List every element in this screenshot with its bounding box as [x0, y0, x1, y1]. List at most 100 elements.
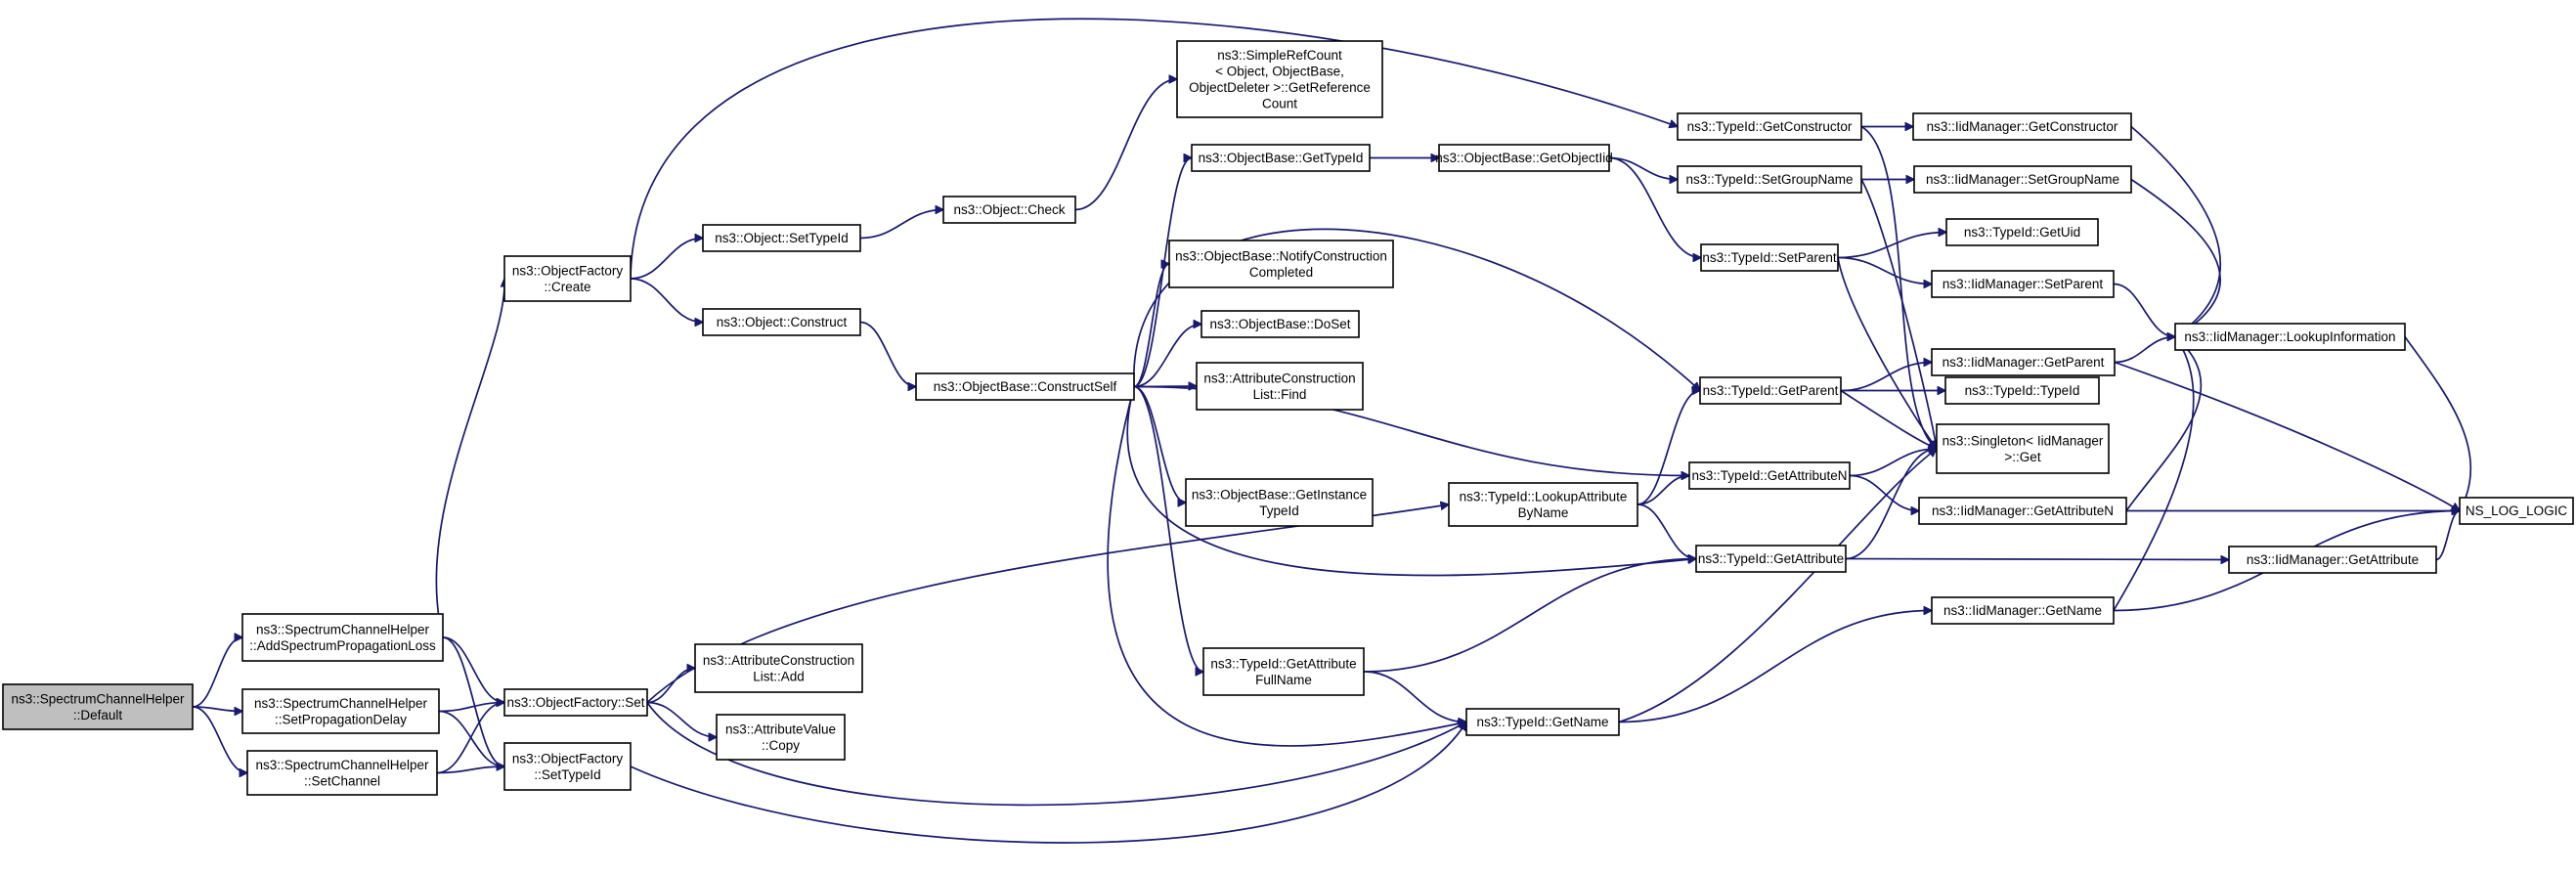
- node-label-line: ns3::TypeId::SetGroupName: [1685, 172, 1853, 187]
- nodes-layer: ns3::SpectrumChannelHelper::Defaultns3::…: [2, 40, 2574, 796]
- edge-ti-get-attr-n-to-im-get-attr-n: [1849, 474, 1919, 511]
- node-label-line: ns3::IidManager::SetParent: [1943, 277, 2104, 291]
- node-ns-log[interactable]: NS_LOG_LOGIC: [2459, 497, 2574, 525]
- node-root[interactable]: ns3::SpectrumChannelHelper::Default: [2, 683, 194, 730]
- node-obj-check[interactable]: ns3::Object::Check: [942, 196, 1076, 224]
- node-label-line: ns3::ObjectBase::GetObjectIid: [1435, 151, 1613, 165]
- node-box: [503, 742, 632, 791]
- node-label-line: ByName: [1518, 505, 1569, 520]
- node-label-line: ns3::TypeId::TypeId: [1965, 383, 2080, 398]
- node-ti-set-group-name[interactable]: ns3::TypeId::SetGroupName: [1677, 165, 1862, 194]
- node-label-line: < Object, ObjectBase,: [1215, 64, 1344, 78]
- node-label-line: ::SetTypeId: [534, 767, 600, 782]
- node-im-set-group-name[interactable]: ns3::IidManager::SetGroupName: [1913, 165, 2132, 194]
- edge-im-lookup-to-ns-log: [2404, 336, 2471, 511]
- edge-ti-lookup-attr-to-ti-get-attr: [1637, 503, 1696, 559]
- node-label-line: ns3::Object::Construct: [717, 315, 848, 329]
- edge-ob-construct-self-to-ti-get-attr-full: [1133, 385, 1203, 673]
- node-im-get-constructor[interactable]: ns3::IidManager::GetConstructor: [1912, 112, 2132, 141]
- node-im-lookup[interactable]: ns3::IidManager::LookupInformation: [2174, 323, 2406, 351]
- edge-of-create-to-obj-construct: [630, 278, 703, 323]
- node-box: [702, 308, 861, 336]
- node-label-line: ns3::IidManager::GetName: [1943, 603, 2102, 618]
- node-box: [503, 255, 632, 302]
- node-box: [915, 372, 1135, 401]
- node-box: [1912, 112, 2132, 141]
- node-ti-get-constructor[interactable]: ns3::TypeId::GetConstructor: [1677, 112, 1862, 141]
- node-ti-set-parent[interactable]: ns3::TypeId::SetParent: [1700, 243, 1839, 272]
- node-ob-get-object-iid[interactable]: ns3::ObjectBase::GetObjectIid: [1435, 144, 1613, 172]
- node-obj-set-type-id[interactable]: ns3::Object::SetTypeId: [702, 224, 861, 252]
- edge-im-set-group-name-to-im-lookup: [2130, 178, 2222, 338]
- node-label-line: ns3::TypeId::GetUid: [1964, 225, 2080, 240]
- node-ti-get-uid[interactable]: ns3::TypeId::GetUid: [1945, 218, 2099, 246]
- node-box: [1191, 144, 1371, 172]
- node-im-set-parent[interactable]: ns3::IidManager::SetParent: [1931, 270, 2115, 298]
- node-ti-type-id[interactable]: ns3::TypeId::TypeId: [1944, 376, 2100, 405]
- edge-set-chan-to-of-set-type-id: [436, 766, 504, 774]
- node-box: [1918, 497, 2127, 525]
- node-set-prop[interactable]: ns3::SpectrumChannelHelper::SetPropagati…: [241, 688, 440, 734]
- edge-of-set-type-id-to-ti-get-name: [630, 722, 1466, 844]
- node-box: [1700, 243, 1839, 272]
- edge-ob-construct-self-to-ob-notify: [1133, 264, 1169, 388]
- node-ti-get-parent[interactable]: ns3::TypeId::GetParent: [1699, 376, 1842, 405]
- node-box: [1945, 218, 2099, 246]
- node-im-get-attr-n[interactable]: ns3::IidManager::GetAttributeN: [1918, 497, 2127, 525]
- node-ti-get-attr[interactable]: ns3::TypeId::GetAttribute: [1695, 545, 1847, 573]
- edge-im-get-constructor-to-im-lookup: [2130, 125, 2221, 337]
- node-label-line: ns3::SpectrumChannelHelper: [255, 758, 429, 772]
- edge-ob-construct-self-to-ti-get-attr: [1126, 386, 1696, 577]
- node-box: [1913, 165, 2132, 194]
- node-ti-get-name[interactable]: ns3::TypeId::GetName: [1465, 708, 1620, 736]
- node-label-line: ns3::ObjectBase::ConstructSelf: [934, 379, 1117, 394]
- node-box: [1931, 270, 2115, 298]
- node-singleton[interactable]: ns3::Singleton< IidManager>::Get: [1936, 423, 2110, 474]
- edge-of-create-to-ti-get-constructor: [630, 18, 1678, 280]
- node-ob-get-type-id[interactable]: ns3::ObjectBase::GetTypeId: [1191, 144, 1371, 172]
- edge-obj-set-type-id-to-obj-check: [859, 210, 943, 240]
- edge-ti-get-attr-full-to-ti-get-name: [1363, 671, 1466, 722]
- node-ob-construct-self[interactable]: ns3::ObjectBase::ConstructSelf: [915, 372, 1135, 401]
- node-set-chan[interactable]: ns3::SpectrumChannelHelper::SetChannel: [246, 750, 438, 796]
- edge-set-chan-to-of-set: [436, 703, 504, 774]
- node-of-set-type-id[interactable]: ns3::ObjectFactory::SetTypeId: [503, 742, 632, 791]
- node-ob-notify[interactable]: ns3::ObjectBase::NotifyConstructionCompl…: [1168, 240, 1394, 288]
- node-label-line: ns3::TypeId::GetAttribute: [1698, 551, 1844, 566]
- node-add-spec[interactable]: ns3::SpectrumChannelHelper::AddSpectrumP…: [241, 613, 444, 662]
- edge-im-get-name-to-im-lookup: [2113, 337, 2195, 611]
- node-ob-do-set[interactable]: ns3::ObjectBase::DoSet: [1201, 310, 1360, 338]
- node-label-line: ::Copy: [762, 738, 800, 753]
- node-im-get-parent[interactable]: ns3::IidManager::GetParent: [1931, 348, 2116, 376]
- node-box: [1202, 647, 1365, 696]
- node-label-line: ns3::SpectrumChannelHelper: [254, 696, 428, 711]
- node-label-line: ::SetPropagationDelay: [275, 712, 407, 726]
- node-label-line: ns3::Object::SetTypeId: [715, 231, 849, 245]
- edge-im-get-attr-to-ns-log: [2435, 511, 2460, 561]
- node-box: [702, 224, 861, 252]
- edge-set-prop-to-of-set-type-id: [438, 710, 504, 767]
- node-of-set[interactable]: ns3::ObjectFactory::Set: [503, 688, 648, 717]
- node-box: [1944, 376, 2100, 405]
- node-label-line: ns3::Object::Check: [953, 202, 1065, 217]
- node-ti-get-attr-n[interactable]: ns3::TypeId::GetAttributeN: [1688, 461, 1851, 490]
- node-av-copy[interactable]: ns3::AttributeValue::Copy: [716, 714, 846, 761]
- node-box: [1688, 461, 1851, 490]
- node-im-get-attr[interactable]: ns3::IidManager::GetAttribute: [2228, 546, 2437, 574]
- node-of-create[interactable]: ns3::ObjectFactory::Create: [503, 255, 632, 302]
- node-obj-construct[interactable]: ns3::Object::Construct: [702, 308, 861, 336]
- node-label-line: ns3::TypeId::SetParent: [1702, 250, 1837, 265]
- node-src-ref[interactable]: ns3::SimpleRefCount< Object, ObjectBase,…: [1176, 40, 1383, 118]
- node-label-line: ns3::IidManager::LookupInformation: [2184, 329, 2395, 344]
- edge-root-to-set-chan: [192, 706, 247, 773]
- node-im-get-name[interactable]: ns3::IidManager::GetName: [1931, 596, 2115, 625]
- node-box: [2459, 497, 2574, 525]
- edge-ob-construct-self-to-ti-get-name: [1107, 386, 1466, 747]
- node-box: [1201, 310, 1360, 338]
